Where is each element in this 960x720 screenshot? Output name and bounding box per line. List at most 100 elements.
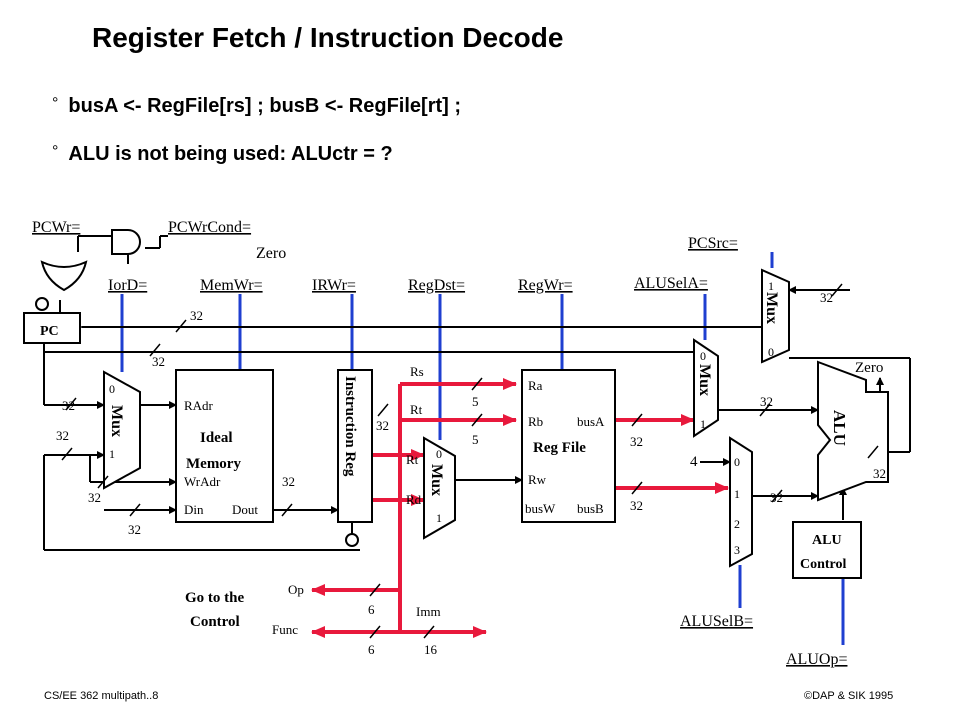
width-label: 5 <box>472 394 479 409</box>
regfile-ra: Ra <box>528 378 543 393</box>
label-iord: IorD= <box>108 277 147 294</box>
aluselb-mux-input-1: 1 <box>734 487 740 501</box>
width-label: 32 <box>62 398 75 413</box>
label-regwr: RegWr= <box>518 277 573 294</box>
label-aluselb: ALUSelB= <box>680 613 753 630</box>
alusela-mux-input-1: 1 <box>700 417 706 431</box>
bullet-text: ALU is not being used: ALUctr = ? <box>68 143 393 165</box>
label-memwr: MemWr= <box>200 277 263 294</box>
label-irwr: IRWr= <box>312 277 356 294</box>
width-label: 6 <box>368 642 375 657</box>
regdst-mux-label: Mux <box>428 464 445 496</box>
regdst-mux <box>423 436 456 540</box>
iord-mux <box>103 370 141 490</box>
memory-dout: Dout <box>232 502 258 517</box>
bullet-alu-unused: °ALU is not being used: ALUctr = ? <box>52 143 393 166</box>
constant-four: 4 <box>690 454 698 470</box>
regfile-busw: busW <box>525 501 556 516</box>
alu-label: ALU <box>830 410 849 446</box>
aluselb-mux <box>729 436 753 568</box>
width-label: 32 <box>282 474 295 489</box>
ideal-memory <box>175 369 274 523</box>
iord-mux-label: Mux <box>108 405 125 437</box>
field-imm: Imm <box>416 604 441 619</box>
width-label: 32 <box>56 428 69 443</box>
regfile-rw: Rw <box>528 472 547 487</box>
bullet-marker: ° <box>52 95 59 112</box>
field-rd: Rd <box>406 492 422 507</box>
width-label: 5 <box>472 432 479 447</box>
label-pcwrcond: PCWrCond= <box>168 219 251 236</box>
width-label: 6 <box>368 602 375 617</box>
field-func: Func <box>272 622 298 637</box>
alu-control <box>792 521 862 579</box>
instruction-register-label: Instruction Reg <box>342 376 358 477</box>
iord-mux-input-0: 0 <box>109 382 115 396</box>
regfile-rb: Rb <box>528 414 543 429</box>
regdst-mux-input-0: 0 <box>436 447 442 461</box>
aluselb-mux-input-3: 3 <box>734 543 740 557</box>
memory-din: Din <box>184 502 204 517</box>
width-label: 16 <box>424 642 438 657</box>
label-pcsrc: PCSrc= <box>688 235 738 252</box>
label-alusela: ALUSelA= <box>634 275 708 292</box>
goto-control-1: Go to the <box>185 590 245 606</box>
ir-enable-bubble <box>345 533 359 547</box>
or-gate <box>40 260 88 292</box>
field-op: Op <box>288 582 304 597</box>
width-label: 32 <box>760 394 773 409</box>
pcsrc-mux <box>761 268 790 364</box>
alu <box>817 360 889 502</box>
regfile-busa: busA <box>577 414 605 429</box>
active-paths <box>311 378 729 638</box>
aluselb-mux-input-2: 2 <box>734 517 740 531</box>
alu-control-title-1: ALU <box>812 533 842 548</box>
alusela-mux <box>693 338 719 438</box>
footer-course: CS/EE 362 multipath..8 <box>44 690 159 702</box>
width-label: 32 <box>152 354 165 369</box>
datapath-wires <box>43 235 911 551</box>
alusela-mux-input-0: 0 <box>700 349 706 363</box>
label-aluop: ALUOp= <box>786 651 847 668</box>
goto-control-2: Control <box>190 614 240 630</box>
pc-label: PC <box>40 324 59 339</box>
pcsrc-mux-label: Mux <box>763 292 780 324</box>
width-label: 32 <box>128 522 141 537</box>
field-rt: Rt <box>410 402 423 417</box>
iord-mux-input-1: 1 <box>109 447 115 461</box>
footer-copyright: ©DAP & SIK 1995 <box>804 690 894 702</box>
width-label: 32 <box>376 418 389 433</box>
pcsrc-mux-input-0: 0 <box>768 345 774 359</box>
label-zero-in: Zero <box>256 245 286 262</box>
regdst-mux-input-1: 1 <box>436 511 442 525</box>
label-pcwr: PCWr= <box>32 219 80 236</box>
pc-enable-bubble <box>35 297 49 311</box>
field-rt-mux: Rt <box>406 452 419 467</box>
and-gate <box>111 229 141 255</box>
regfile-title: Reg File <box>533 440 586 456</box>
alu-zero-label: Zero <box>855 360 883 376</box>
width-label: 32 <box>630 434 643 449</box>
alusela-mux-label: Mux <box>696 364 713 396</box>
width-label: 32 <box>820 290 833 305</box>
width-label: 32 <box>873 466 886 481</box>
memory-radr: RAdr <box>184 398 214 413</box>
regfile-busb: busB <box>577 501 604 516</box>
aluselb-mux-input-0: 0 <box>734 455 740 469</box>
slide-title: Register Fetch / Instruction Decode <box>92 22 564 53</box>
width-label: 32 <box>190 308 203 323</box>
width-label: 32 <box>88 490 101 505</box>
instruction-register <box>337 369 373 523</box>
pcsrc-mux-input-1: 1 <box>768 279 774 293</box>
control-lines <box>120 252 845 645</box>
bullet-register-read: ° busA <- RegFile[rs] ; busB <- RegFile[r… <box>52 95 461 118</box>
bullet-text: busA <- RegFile[rs] ; busB <- RegFile[rt… <box>68 95 462 117</box>
width-label: 32 <box>630 498 643 513</box>
label-regdst: RegDst= <box>408 277 465 294</box>
bus-width-ticks <box>61 283 879 639</box>
memory-wradr: WrAdr <box>184 474 221 489</box>
memory-title-1: Ideal <box>200 430 233 446</box>
alu-control-title-2: Control <box>800 557 847 572</box>
field-rs: Rs <box>410 364 424 379</box>
